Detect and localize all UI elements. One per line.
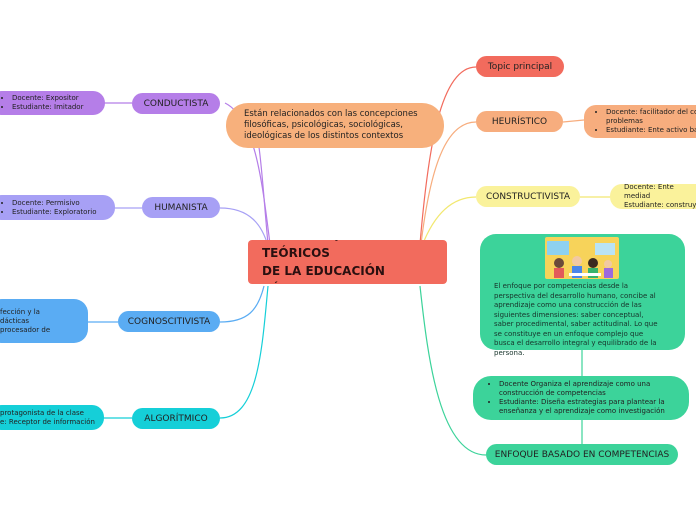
topic-principal-label: Topic principal	[487, 61, 553, 72]
central-title-line1: LOS ENFOQUES TEÓRICOS	[262, 240, 366, 260]
algoritmico-line: e: Receptor de información	[0, 417, 95, 426]
cognoscitivista-line: procesador de	[0, 325, 51, 334]
cognoscitivista-leaf[interactable]: fección y la dácticas procesador de	[0, 299, 88, 343]
conductista-node[interactable]: CONDUCTISTA	[132, 93, 220, 114]
humanista-label: HUMANISTA	[154, 202, 208, 213]
heuristico-leaf[interactable]: Docente: facilitador del co problemas Es…	[584, 105, 696, 138]
cognoscitivista-line: fección y la	[0, 307, 40, 316]
constructivista-line: Docente: Ente mediad	[624, 184, 674, 200]
cognoscitivista-line: dácticas	[0, 316, 30, 325]
description-node[interactable]: Están relacionados con las concepciones …	[226, 103, 444, 148]
central-topic[interactable]: LOS ENFOQUES TEÓRICOS DE LA EDUCACIÓN BÁ…	[248, 240, 447, 284]
competencias-item: Estudiante: Diseña estrategias para plan…	[499, 398, 681, 416]
competencias-roles[interactable]: Docente Organiza el aprendizaje como una…	[473, 376, 689, 420]
cognoscitivista-node[interactable]: COGNOSCITIVISTA	[118, 311, 220, 332]
constructivista-node[interactable]: CONSTRUCTIVISTA	[476, 186, 580, 207]
competencias-label: ENFOQUE BASADO EN COMPETENCIAS	[494, 449, 670, 460]
central-title-line2: DE LA EDUCACIÓN BÁSICA	[262, 264, 385, 284]
constructivista-leaf[interactable]: Docente: Ente mediad Estudiante: constru…	[610, 184, 696, 209]
algoritmico-node[interactable]: ALGORÍTMICO	[132, 408, 220, 429]
conductista-leaf[interactable]: Docente: Expositor Estudiante: Imitador	[0, 91, 105, 115]
constructivista-line: Estudiante: construye	[624, 201, 696, 209]
classroom-illustration	[545, 237, 619, 279]
algoritmico-leaf[interactable]: protagonista de la clase e: Receptor de …	[0, 405, 104, 430]
heuristico-item: Docente: facilitador del co problemas	[606, 108, 696, 126]
description-text: Están relacionados con las concepciones …	[244, 109, 418, 141]
constructivista-label: CONSTRUCTIVISTA	[485, 191, 571, 202]
algoritmico-label: ALGORÍTMICO	[144, 413, 208, 424]
conductista-label: CONDUCTISTA	[143, 98, 209, 109]
heuristico-item: Estudiante: Ente activo ba	[606, 126, 696, 135]
algoritmico-line: protagonista de la clase	[0, 408, 84, 417]
competencias-description: El enfoque por competencias desde la per…	[494, 282, 658, 357]
heuristico-node[interactable]: HEURÍSTICO	[476, 111, 563, 132]
cognoscitivista-label: COGNOSCITIVISTA	[127, 316, 211, 327]
conductista-item: Docente: Expositor	[12, 94, 83, 103]
competencias-node[interactable]: ENFOQUE BASADO EN COMPETENCIAS	[486, 444, 678, 465]
heuristico-label: HEURÍSTICO	[491, 116, 548, 127]
humanista-leaf[interactable]: Docente: Permisivo Estudiante: Explorato…	[0, 195, 115, 220]
humanista-item: Estudiante: Exploratorio	[12, 208, 97, 217]
competencias-item: Docente Organiza el aprendizaje como una…	[499, 380, 681, 398]
competencias-description-card[interactable]: El enfoque por competencias desde la per…	[480, 234, 685, 357]
conductista-item: Estudiante: Imitador	[12, 103, 83, 112]
topic-principal-node[interactable]: Topic principal	[476, 56, 564, 77]
humanista-item: Docente: Permisivo	[12, 199, 97, 208]
humanista-node[interactable]: HUMANISTA	[142, 197, 220, 218]
